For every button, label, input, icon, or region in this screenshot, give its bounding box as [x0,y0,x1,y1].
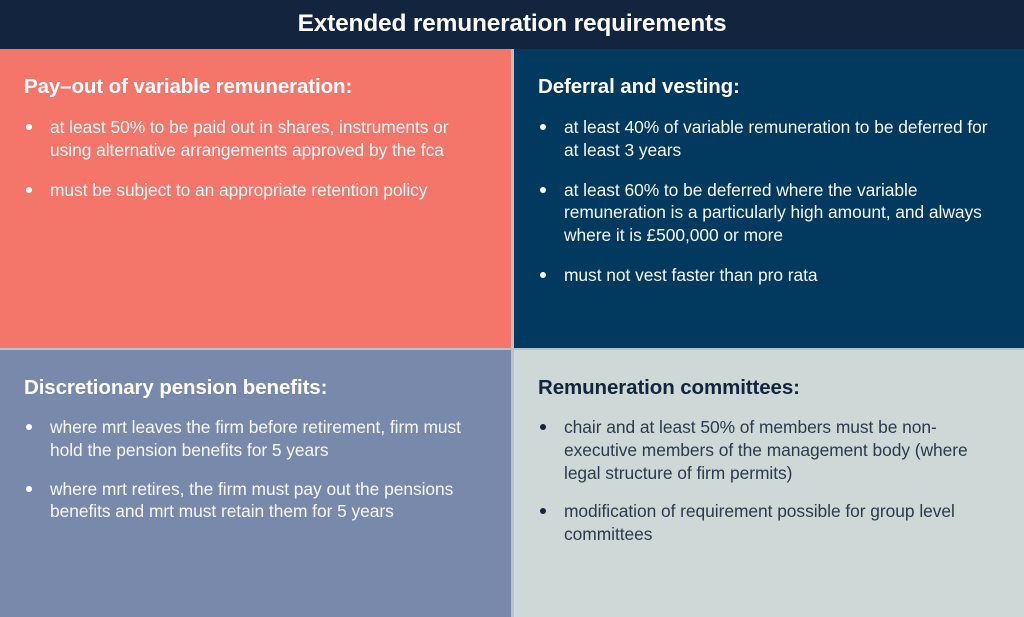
bullet-dot-icon [540,272,546,279]
list-item-text: modification of requirement possible for… [564,501,955,545]
list-item: must be subject to an appropriate retent… [24,179,487,202]
page-title: Extended remuneration requirements [297,10,727,38]
bullet-dot-icon [540,508,546,515]
list-item: chair and at least 50% of members must b… [538,416,1000,485]
list-item-text: chair and at least 50% of members must b… [564,416,968,483]
header-bar: Extended remuneration requirements [0,0,1024,49]
list-item: at least 60% to be deferred where the va… [538,179,1000,248]
bullet-dot-icon [26,186,32,193]
list-item-text: where mrt retires, the firm must pay out… [50,478,454,522]
list-item: at least 40% of variable remuneration to… [538,116,1000,162]
bullet-dot-icon [540,123,546,130]
list-item-text: at least 50% to be paid out in shares, i… [50,116,449,160]
list-item-text: must not vest faster than pro rata [564,265,818,286]
list-item-text: where mrt leaves the firm before retirem… [50,416,461,460]
bullet-dot-icon [26,423,32,430]
bullet-list: where mrt leaves the firm before retirem… [24,416,487,524]
bullet-list: at least 40% of variable remuneration to… [538,116,1000,288]
quadrant-grid: Pay–out of variable remuneration: at lea… [0,49,1024,617]
list-item: where mrt retires, the firm must pay out… [24,478,487,524]
panel-heading: Remuneration committees: [538,376,800,399]
panel-heading: Deferral and vesting: [538,75,740,98]
list-item: where mrt leaves the firm before retirem… [24,416,487,462]
bullet-dot-icon [540,186,546,193]
panel-heading: Pay–out of variable remuneration: [24,75,353,98]
bullet-dot-icon [26,485,32,492]
bullet-dot-icon [26,123,32,130]
panel-pay-out-of-variable-remuneration: Pay–out of variable remuneration: at lea… [0,49,511,348]
panel-heading: Discretionary pension benefits: [24,376,328,399]
list-item: modification of requirement possible for… [538,500,1000,546]
bullet-list: at least 50% to be paid out in shares, i… [24,116,487,202]
bullet-list: chair and at least 50% of members must b… [538,416,1000,547]
list-item: at least 50% to be paid out in shares, i… [24,116,487,162]
panel-deferral-and-vesting: Deferral and vesting: at least 40% of va… [514,49,1024,348]
list-item-text: must be subject to an appropriate retent… [50,179,428,200]
bullet-dot-icon [540,423,546,430]
panel-remuneration-committees: Remuneration committees: chair and at le… [514,350,1024,617]
panel-discretionary-pension-benefits: Discretionary pension benefits: where mr… [0,350,511,617]
list-item-text: at least 60% to be deferred where the va… [564,179,982,246]
list-item-text: at least 40% of variable remuneration to… [564,116,988,160]
list-item: must not vest faster than pro rata [538,264,1000,287]
